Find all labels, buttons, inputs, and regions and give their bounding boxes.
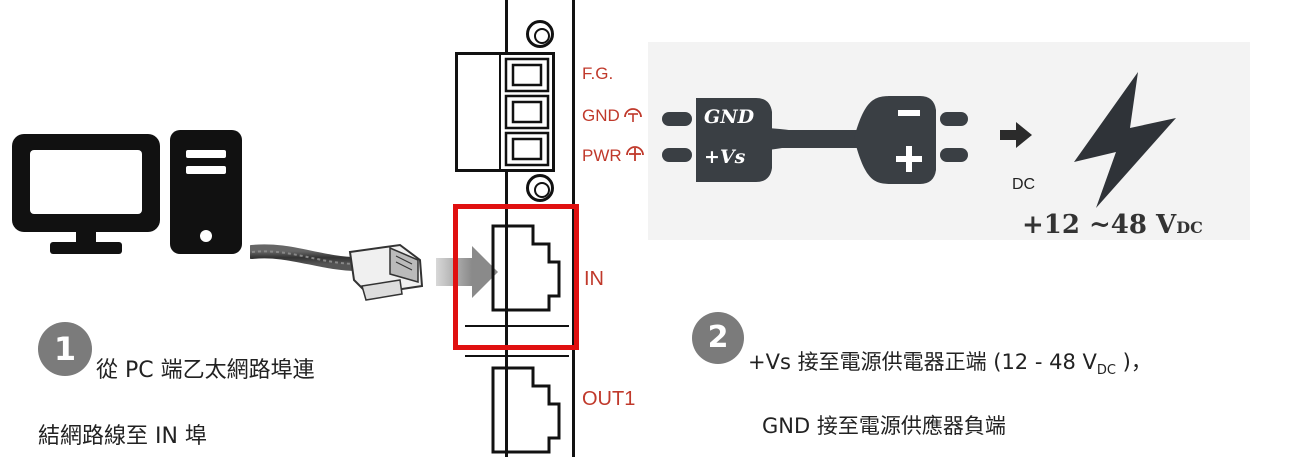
step2-line1-end: )，	[1115, 350, 1152, 374]
step1-line2: 結網路線至 IN 埠	[38, 424, 207, 449]
step2-line2: GND 接至電源供應器負端	[762, 414, 1006, 438]
plus-symbol-icon	[624, 144, 646, 166]
step2-badge: 2	[692, 312, 744, 364]
cable-label-gnd: GND	[704, 106, 755, 128]
step1-line1: 從 PC 端乙太網路埠連	[96, 358, 315, 383]
voltage-range: +12 ~48 VDC	[1022, 210, 1203, 240]
power-cable	[660, 90, 970, 190]
in-port-highlight	[453, 204, 579, 350]
ethernet-port-in	[465, 214, 569, 334]
voltage-main: +12 ~48 V	[1022, 210, 1177, 240]
step2-line1: +Vs 接至電源供電器正端 (12 - 48 VDC )，	[748, 346, 1152, 378]
cable-label-vs: +Vs	[704, 146, 746, 168]
voltage-subscript: DC	[1176, 218, 1203, 237]
port-label-in: IN	[584, 268, 604, 290]
terminal-label-pwr: PWR	[582, 146, 622, 165]
ground-symbol-icon	[622, 106, 644, 128]
screw-bottom-icon	[526, 174, 554, 202]
dc-label: DC	[1012, 176, 1036, 193]
plus-sign-icon	[896, 146, 922, 172]
port-label-out1: OUT1	[582, 388, 636, 410]
screw-top-icon	[526, 20, 554, 48]
pc-icon	[10, 128, 250, 258]
lightning-icon	[1070, 70, 1180, 210]
step2-line1-text: +Vs 接至電源供電器正端 (12 - 48 V	[748, 350, 1097, 374]
rj45-plug-icon	[348, 243, 424, 301]
ethernet-port-out1	[465, 352, 569, 457]
computer-icon	[12, 130, 242, 254]
minus-sign	[898, 110, 920, 116]
terminal-label-fg: F.G.	[582, 64, 614, 83]
terminal-label-gnd: GND	[582, 106, 620, 125]
step1-badge: 1	[38, 322, 92, 376]
step2-line1-subscript: DC	[1096, 363, 1116, 379]
terminal-block	[455, 52, 555, 172]
arrow-right-small-icon	[1000, 122, 1032, 148]
